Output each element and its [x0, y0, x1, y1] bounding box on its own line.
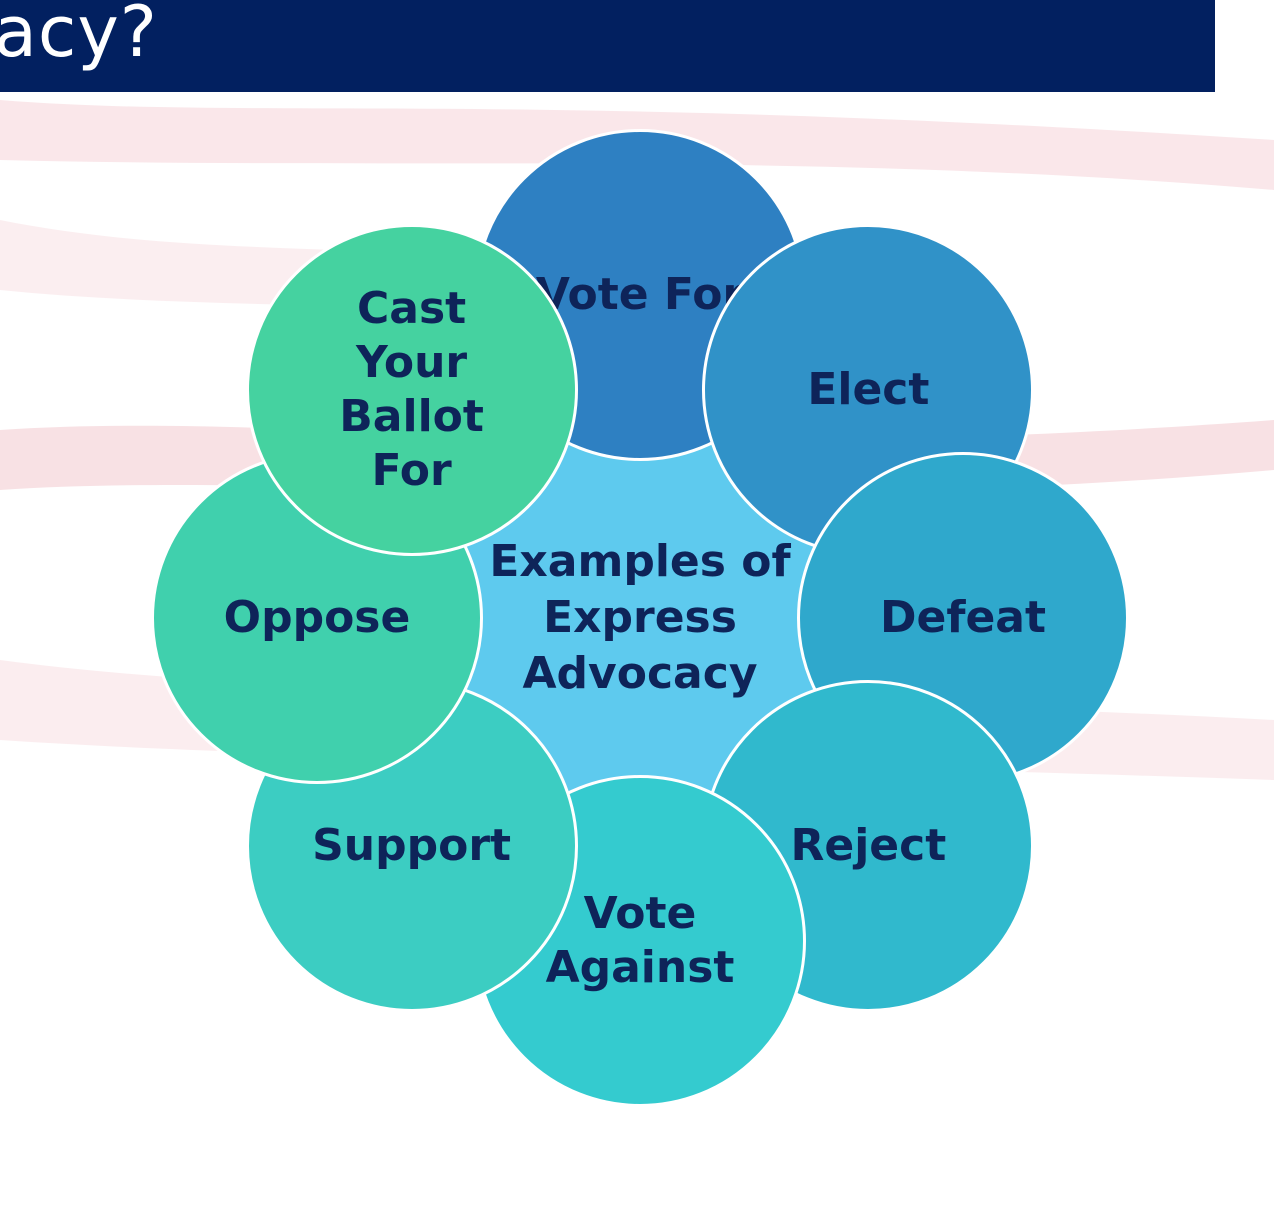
node-label: Elect	[807, 363, 930, 415]
node-label: Support	[312, 820, 512, 872]
node-label: Vote Against	[545, 888, 735, 993]
node-label: Oppose	[223, 592, 411, 643]
node-label: Cast Your Ballot For	[339, 282, 484, 496]
node-label: Defeat	[879, 592, 1047, 643]
node-label: Vote For	[535, 269, 745, 320]
node-label: Reject	[790, 820, 947, 872]
title-bar: acy?	[0, 0, 1215, 92]
node-cast-your-ballot-for: Cast Your Ballot For	[245, 223, 578, 556]
slide-title: acy?	[0, 0, 158, 73]
center-node-label: Examples of Express Advocacy	[489, 536, 791, 699]
node-elect: Elect	[702, 223, 1035, 556]
